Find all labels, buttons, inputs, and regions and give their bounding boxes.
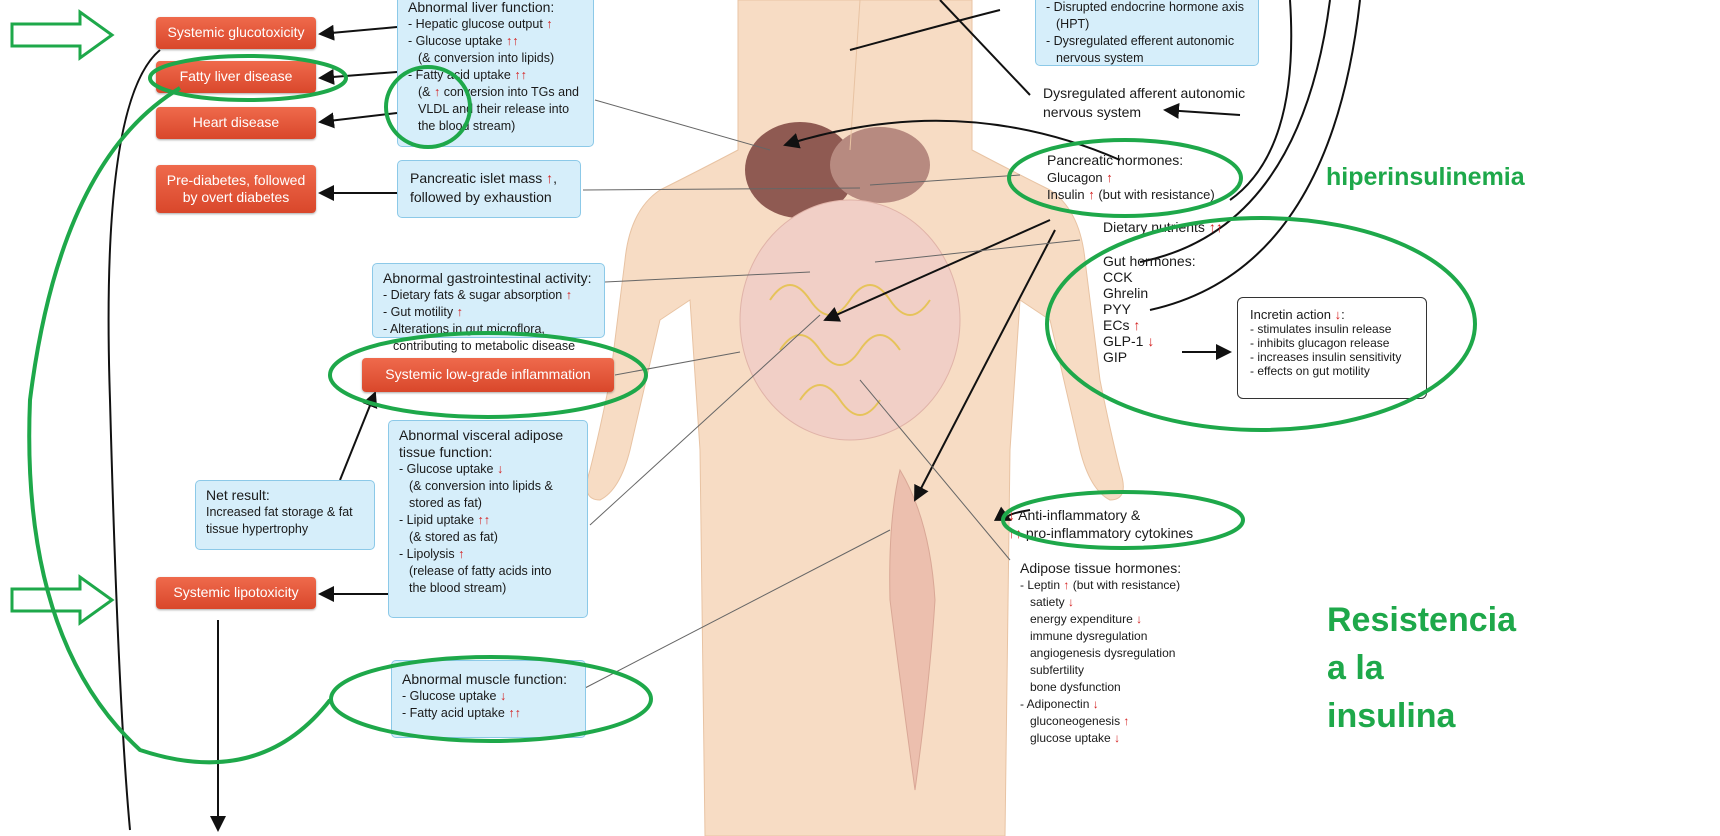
highlight-inflammation bbox=[330, 333, 646, 417]
highlight-fatty-liver bbox=[150, 56, 346, 100]
highlight-liver-uptake bbox=[386, 67, 470, 147]
highlight-pancreatic bbox=[1009, 140, 1241, 216]
highlight-muscle bbox=[331, 657, 651, 741]
highlight-cytokines bbox=[1003, 492, 1243, 548]
highlight-incretin bbox=[1047, 218, 1475, 430]
highlight-connector-curve bbox=[29, 88, 330, 762]
